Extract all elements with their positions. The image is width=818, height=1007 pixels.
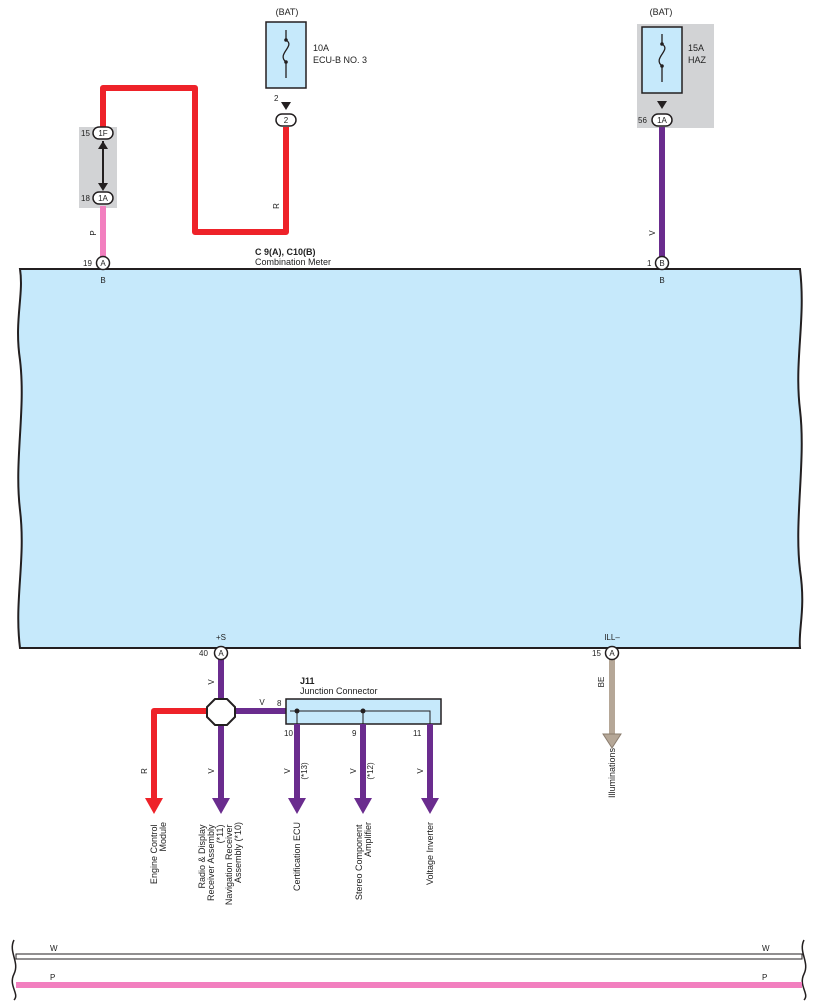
meter-pin-1-side: B — [659, 276, 664, 285]
fuse-source-2: (BAT) — [650, 7, 673, 17]
dest-illuminations: Illuminations — [607, 748, 617, 799]
fuse-15a-dot-bottom — [660, 64, 664, 68]
combination-meter-body — [17, 268, 804, 649]
dest-radio: Radio & Display Receiver Assembly (*11) … — [197, 822, 243, 905]
dest-inverter: Voltage Inverter — [425, 822, 435, 885]
dest-stereo: Stereo Component Amplifier — [354, 822, 373, 900]
violet-wire-label-haz: V — [648, 230, 657, 236]
meter-pin-19-number: 19 — [83, 259, 92, 268]
j11-pin-9: 9 — [352, 729, 357, 738]
meter-pin-1-b: B — [654, 255, 670, 271]
fuse-15a-terminal-icon — [657, 101, 667, 109]
fuse-10a-dot-bottom — [284, 60, 288, 64]
meter-pin-15-number: 15 — [592, 649, 601, 658]
fuse-10a-pin: 2 — [274, 94, 279, 103]
stereo-arrow-icon — [354, 798, 372, 814]
svg-text:A: A — [218, 649, 224, 658]
meter-pin-19-side: B — [100, 276, 105, 285]
certification-note: (*13) — [300, 762, 309, 780]
junction-arrow-down-icon — [98, 183, 108, 191]
bus-label-p-right: P — [762, 973, 767, 982]
violet-wire-label-j11: V — [259, 698, 265, 707]
j11-pin-11: 11 — [413, 729, 422, 738]
fuse-15a-name: HAZ — [688, 55, 707, 65]
red-wire-label-ecm: R — [140, 768, 149, 774]
meter-id: C 9(A), C10(B) — [255, 247, 316, 257]
stereo-note: (*12) — [366, 762, 375, 780]
splice-point-icon — [206, 698, 236, 726]
connector-1a-haz: 1A — [651, 113, 673, 127]
bus-bracket-left-icon — [11, 939, 17, 1001]
bus-bracket-right-icon — [801, 939, 807, 1001]
inverter-arrow-icon — [421, 798, 439, 814]
connector-1f-pin: 15 — [81, 129, 90, 138]
dest-certification: Certification ECU — [292, 822, 302, 891]
meter-terminal-ill: ILL– — [604, 633, 620, 642]
fuse-10a-name: ECU-B NO. 3 — [313, 55, 367, 65]
fuse-15a-rating: 15A — [688, 43, 704, 53]
junction-arrow-up-icon — [98, 141, 108, 149]
connector-1a-left: 1A — [92, 191, 114, 205]
bus-label-p-left: P — [50, 973, 55, 982]
connector-1a-left-pin: 18 — [81, 194, 90, 203]
pink-wire-label: P — [89, 230, 98, 235]
violet-wire-label-inverter: V — [416, 768, 425, 774]
meter-pin-19-a: A — [95, 255, 111, 271]
violet-wire-label-plus-s: V — [207, 679, 216, 685]
j11-pin-10: 10 — [284, 729, 293, 738]
bus-label-w-right: W — [762, 944, 770, 953]
red-wire-ecm — [151, 708, 206, 800]
bus-label-w-left: W — [50, 944, 58, 953]
radio-arrow-icon — [212, 798, 230, 814]
connector-1a-haz-pin: 56 — [638, 116, 647, 125]
svg-text:A: A — [609, 649, 615, 658]
meter-pin-15-a: A — [604, 645, 620, 661]
connector-1f: 1F — [92, 126, 114, 140]
ecm-arrow-icon — [145, 798, 163, 814]
fuse-source-1: (BAT) — [276, 7, 299, 17]
meter-pin-1-number: 1 — [647, 259, 652, 268]
fuse-10a-terminal-icon — [281, 102, 291, 110]
j11-bus — [290, 710, 431, 724]
j11-input-pin: 8 — [277, 699, 282, 708]
fuse-15a-dot-top — [660, 42, 664, 46]
svg-text:1F: 1F — [98, 129, 107, 138]
j11-node-9 — [360, 708, 366, 714]
red-wire-fuse-to-junction — [100, 85, 289, 235]
svg-text:1A: 1A — [98, 194, 108, 203]
meter-pin-40-a: A — [213, 645, 229, 661]
fuse-10a-rating: 10A — [313, 43, 329, 53]
beige-wire-label: BE — [597, 677, 606, 688]
dest-ecm: Engine Control Module — [149, 822, 168, 884]
svg-text:A: A — [100, 259, 106, 268]
j11-id: J11 — [300, 676, 315, 686]
j11-node-10 — [294, 708, 300, 714]
svg-text:1A: 1A — [657, 116, 667, 125]
fuse-10a-dot-top — [284, 38, 288, 42]
red-wire-label: R — [272, 203, 281, 209]
certification-arrow-icon — [288, 798, 306, 814]
violet-wire-label-certification: V — [283, 768, 292, 774]
meter-terminal-plus-s: +S — [216, 633, 226, 642]
bus-wire-w — [15, 953, 803, 960]
connector-2: 2 — [275, 113, 297, 127]
svg-text:2: 2 — [284, 116, 289, 125]
j11-name: Junction Connector — [300, 686, 378, 696]
svg-text:B: B — [659, 259, 664, 268]
meter-name: Combination Meter — [255, 257, 331, 267]
illuminations-arrow-icon — [602, 733, 622, 749]
violet-wire-label-stereo: V — [349, 768, 358, 774]
meter-pin-40-number: 40 — [199, 649, 208, 658]
violet-wire-label-radio: V — [207, 768, 216, 774]
